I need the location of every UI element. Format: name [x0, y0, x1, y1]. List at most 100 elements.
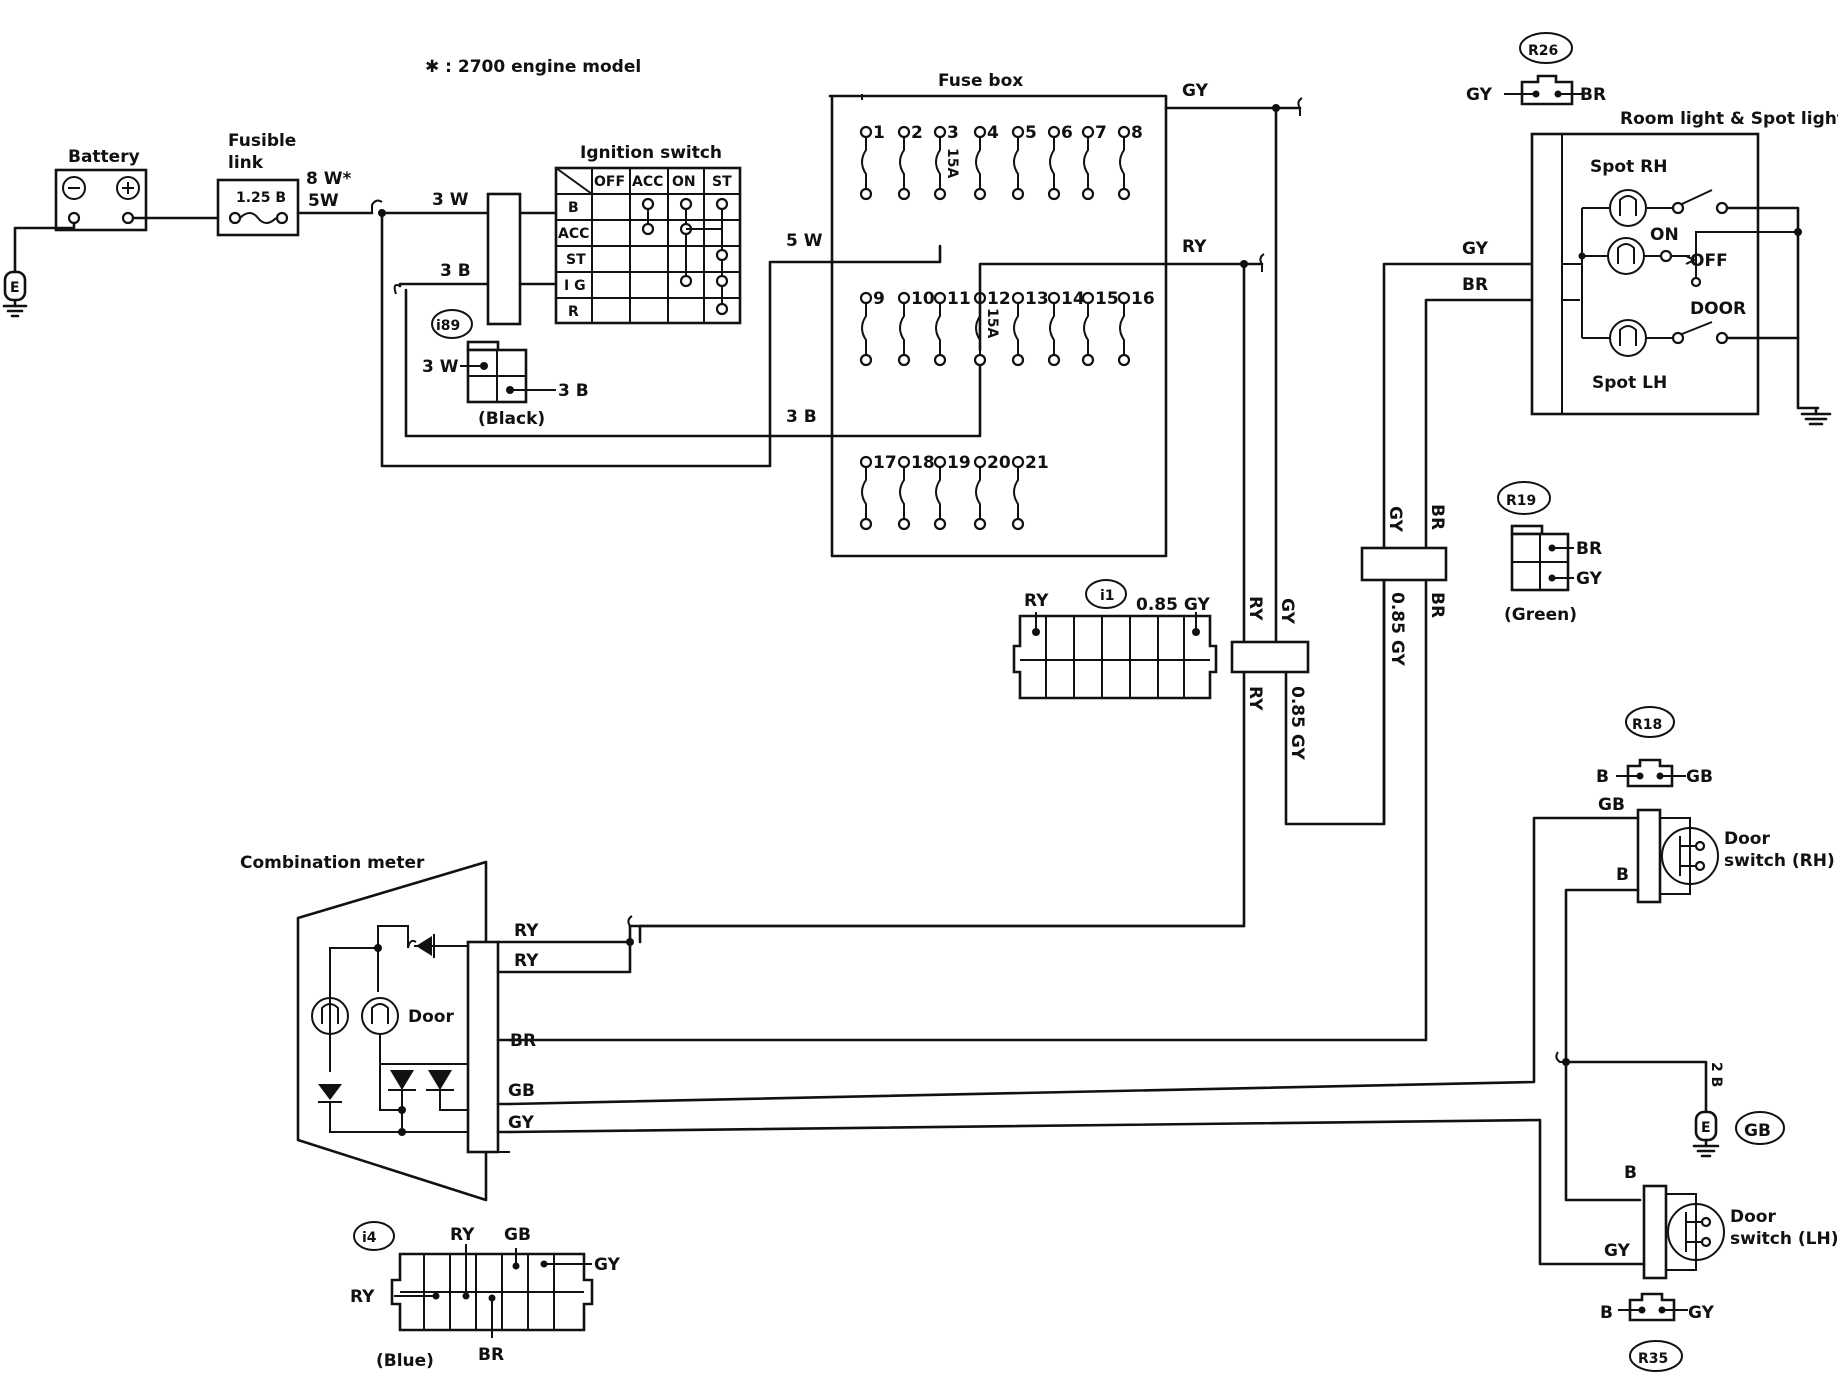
fuse-13: 13 — [1011, 289, 1049, 367]
fuse-3: 3 — [933, 123, 959, 201]
svg-text:R35: R35 — [1638, 1351, 1668, 1367]
connector-r26: R26 GY BR — [1466, 32, 1606, 106]
svg-text:1.25 B: 1.25 B — [236, 190, 286, 206]
svg-text:3 W: 3 W — [422, 357, 459, 377]
svg-text:link: link — [228, 153, 264, 173]
svg-text:Fusible: Fusible — [228, 131, 296, 151]
svg-text:Door: Door — [408, 1007, 454, 1027]
fuse-number: 16 — [1131, 289, 1155, 309]
svg-text:B: B — [1596, 767, 1609, 787]
wire-label-gb-door: GB — [1598, 795, 1625, 815]
svg-text:B: B — [1600, 1303, 1613, 1323]
wire-label-b-door: B — [1616, 865, 1629, 885]
fuse-7: 7 — [1081, 123, 1107, 201]
fuse-17: 17 — [859, 453, 897, 531]
svg-text:GY: GY — [1688, 1303, 1715, 1323]
wire-label-8w: 8 W* — [306, 169, 351, 189]
fuse-number: 7 — [1095, 123, 1107, 143]
connector-i1: i1 RY 0.85 GY — [1012, 579, 1218, 700]
svg-text:GY: GY — [1576, 569, 1603, 589]
fuse-number: 14 — [1061, 289, 1085, 309]
splice-block-center — [1230, 640, 1310, 674]
svg-text:switch (RH): switch (RH) — [1724, 851, 1835, 871]
wire-label-3b: 3 B — [440, 261, 471, 281]
svg-text:3 B: 3 B — [558, 381, 589, 401]
wire-label-b-door-lh: B — [1624, 1163, 1637, 1183]
svg-text:E: E — [1701, 1120, 1711, 1136]
svg-text:ACC: ACC — [558, 226, 589, 242]
svg-text:GB: GB — [504, 1225, 531, 1245]
fuse-number: 11 — [947, 289, 971, 309]
fuse-number: 13 — [1025, 289, 1049, 309]
wire-label-br-meter: BR — [510, 1031, 536, 1051]
fuse-number: 5 — [1025, 123, 1037, 143]
svg-text:B: B — [568, 200, 579, 216]
wire-label-3w: 3 W — [432, 190, 469, 210]
svg-text:15A: 15A — [944, 148, 960, 178]
wire-label-085gy-lower: 0.85 GY — [1287, 686, 1307, 760]
battery-negative-icon — [62, 176, 86, 200]
wire-label-gy-vert: GY — [1277, 598, 1297, 625]
door-switch-rh: Door switch (RH) — [1636, 808, 1835, 904]
fusible-link: Fusible link 1.25 B — [216, 131, 300, 237]
engine-model-note: ✱ : 2700 engine model — [425, 57, 641, 77]
splice-block-right — [1360, 546, 1448, 582]
svg-text:BR: BR — [1576, 539, 1602, 559]
svg-text:ON: ON — [1650, 225, 1679, 245]
fuse-number: 2 — [911, 123, 923, 143]
svg-text:R: R — [568, 304, 579, 320]
fuse-number: 21 — [1025, 453, 1049, 473]
wire-label-gy-door-lh: GY — [1604, 1241, 1631, 1261]
svg-text:OFF: OFF — [594, 174, 625, 190]
svg-text:DOOR: DOOR — [1690, 299, 1746, 319]
connector-r18: R18 B GB — [1596, 706, 1713, 788]
svg-text:OFF: OFF — [1690, 251, 1728, 271]
svg-text:switch (LH): switch (LH) — [1730, 1229, 1838, 1249]
fuse-1: 1 — [859, 123, 885, 201]
svg-text:R26: R26 — [1528, 43, 1558, 59]
wire-label-ry-meter-2: RY — [514, 951, 539, 971]
fuse-number: 8 — [1131, 123, 1143, 143]
ignition-connector — [486, 192, 522, 326]
svg-text:GY: GY — [594, 1255, 621, 1275]
svg-text:RY: RY — [1024, 591, 1049, 611]
wire-label-gy-right-vert: GY — [1385, 506, 1405, 533]
fuse-21: 21 — [1011, 453, 1049, 531]
fuse-4: 4 — [973, 123, 999, 201]
ground-gb-icon: E — [1692, 1110, 1720, 1158]
fuse-9: 9 — [859, 289, 885, 367]
svg-text:(Black): (Black) — [478, 409, 545, 429]
battery-label: Battery — [68, 147, 140, 167]
wire-label-3b-fuse: 3 B — [786, 407, 817, 427]
ground-e-icon: E — [2, 270, 28, 318]
svg-text:i1: i1 — [1100, 588, 1115, 604]
combination-meter: Combination meter Door — [240, 853, 510, 1202]
svg-text:BR: BR — [478, 1345, 504, 1365]
fuse-5: 5 — [1011, 123, 1037, 201]
fuse-number: 18 — [911, 453, 935, 473]
wire-label-gb-meter: GB — [508, 1081, 535, 1101]
svg-text:Combination meter: Combination meter — [240, 853, 425, 873]
wire-label-br-right-lower: BR — [1427, 592, 1447, 618]
wire-label-ry-meter-1: RY — [514, 921, 539, 941]
svg-text:Door: Door — [1724, 829, 1770, 849]
battery: Battery — [54, 147, 148, 232]
svg-text:i89: i89 — [436, 318, 460, 334]
fuse-15: 15 — [1081, 289, 1119, 367]
svg-text:0.85 GY: 0.85 GY — [1136, 595, 1210, 615]
svg-text:Ignition switch: Ignition switch — [580, 143, 722, 163]
ignition-switch: Ignition switch OFF ACC ON ST B ACC ST I… — [554, 143, 742, 325]
connector-r19: R19 BR GY (Green) — [1497, 481, 1603, 625]
fuse-number: 1 — [873, 123, 885, 143]
svg-text:Fuse box: Fuse box — [938, 71, 1023, 91]
svg-text:R18: R18 — [1632, 717, 1662, 733]
svg-text:GY: GY — [1466, 85, 1493, 105]
fuse-icon — [239, 212, 277, 224]
fuse-6: 6 — [1047, 123, 1073, 201]
fuse-number: 19 — [947, 453, 971, 473]
svg-text:15A: 15A — [984, 308, 1000, 338]
wire-label-2b: 2 B — [1708, 1062, 1724, 1087]
fuse-14: 14 — [1047, 289, 1085, 367]
